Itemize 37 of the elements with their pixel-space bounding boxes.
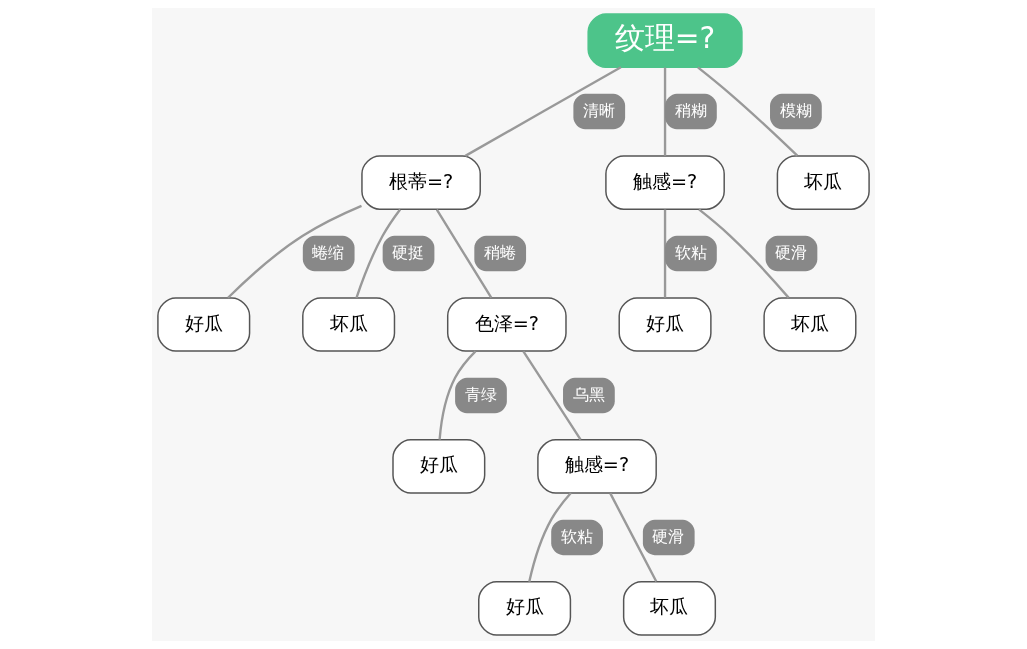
edge-label: 青绿 <box>464 384 497 404</box>
edge-label: 清晰 <box>582 100 615 120</box>
edge-label: 硬滑 <box>775 242 808 262</box>
connector <box>663 209 667 298</box>
node-box: 好瓜 <box>392 439 486 494</box>
node-box: 触感=? <box>537 439 657 494</box>
connector <box>464 66 622 157</box>
edge-label: 模糊 <box>779 100 812 120</box>
node-box: 好瓜 <box>618 297 712 352</box>
node-box: 根蒂=? <box>361 155 481 210</box>
node-box: 触感=? <box>605 155 725 210</box>
connector <box>528 492 572 582</box>
connector <box>435 208 493 299</box>
edge-label: 稍糊 <box>674 100 707 120</box>
edge-label: 硬挺 <box>392 242 425 262</box>
connector <box>698 208 790 299</box>
edge-label: 乌黑 <box>572 384 605 404</box>
connector <box>663 67 667 156</box>
connector <box>697 66 799 157</box>
node-box: 坏瓜 <box>302 297 396 352</box>
node-box: 好瓜 <box>157 297 251 352</box>
connector <box>522 350 582 441</box>
connector <box>438 350 477 440</box>
node-box: 色泽=? <box>446 297 567 352</box>
edge-label: 软粘 <box>560 526 593 546</box>
edge-label: 稍蜷 <box>483 242 516 262</box>
node-box: 好瓜 <box>478 581 572 636</box>
node-box: 纹理=? <box>587 13 743 68</box>
node-box: 坏瓜 <box>622 581 717 636</box>
edge-label: 蜷缩 <box>312 242 345 262</box>
edge-label: 软粘 <box>674 242 707 262</box>
connector <box>355 208 402 299</box>
node-box: 坏瓜 <box>776 155 870 210</box>
edge-label: 硬滑 <box>652 526 685 546</box>
connector <box>609 492 658 583</box>
node-box: 坏瓜 <box>763 297 857 352</box>
connector <box>227 204 362 299</box>
